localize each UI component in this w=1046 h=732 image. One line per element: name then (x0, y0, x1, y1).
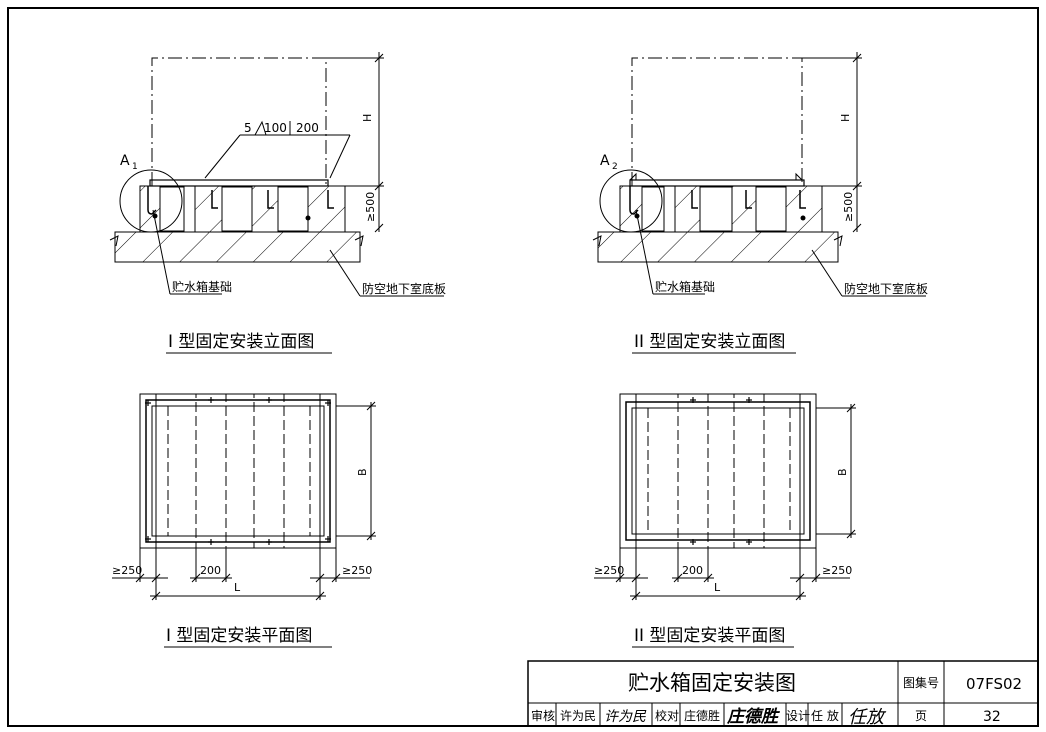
elevation-2-piers (619, 185, 823, 233)
review-name: 许为民 (560, 709, 596, 723)
elevation-1-caption: I 型固定安装立面图 (168, 332, 314, 352)
elevation-1-base-dim: ≥500 (364, 192, 377, 222)
plan-1-dim-l: L (234, 581, 241, 594)
annotation-200: 200 (296, 121, 319, 135)
elevation-view-type-2: H ≥500 A 2 贮水箱基础 防空地下室底板 I (592, 52, 928, 354)
detail-ref-a2-letter: A (600, 153, 610, 169)
check-signature: 庄德胜 (726, 707, 781, 727)
check-name: 庄德胜 (684, 708, 720, 723)
elevation-1-foundation-label: 贮水箱基础 (172, 279, 232, 294)
elevation-1-slab (114, 231, 361, 263)
elevation-2-slab-label: 防空地下室底板 (844, 281, 928, 296)
plan-1-dim-mid: 200 (200, 564, 221, 577)
plan-2-dim-b: B (836, 468, 849, 476)
plan-2-dim-right: ≥250 (822, 564, 852, 577)
elevation-2-slab (597, 231, 839, 263)
review-label: 审核 (531, 708, 555, 723)
detail-ref-a1-letter: A (120, 153, 130, 169)
elevation-2-foundation-label: 贮水箱基础 (655, 279, 715, 294)
plan-1-dim-left: ≥250 (112, 564, 142, 577)
annotation-100: 100 (264, 121, 287, 135)
elevation-1-slab-label: 防空地下室底板 (362, 281, 446, 296)
detail-circle-a1 (119, 169, 183, 233)
elevation-2-base-dim: ≥500 (842, 192, 855, 222)
elevation-2-height-label: H (839, 114, 852, 122)
atlas-number-label: 图集号 (903, 675, 939, 690)
check-label: 校对 (655, 708, 679, 723)
plan-2-dim-l: L (714, 581, 721, 594)
design-signature: 任放 (848, 707, 887, 728)
plan-view-type-1: B ≥250 200 ≥250 L I 型固定安装平面图 (112, 393, 376, 648)
annotation-5: 5 (244, 121, 252, 135)
plan-2-dim-left: ≥250 (594, 564, 624, 577)
review-signature: 许为民 (604, 709, 647, 725)
sheet-border (7, 7, 1039, 727)
elevation-1-piers (139, 185, 346, 233)
plan-1-dim-b: B (356, 468, 369, 476)
elevation-1-height-label: H (361, 114, 374, 122)
elevation-2-caption: II 型固定安装立面图 (634, 332, 785, 352)
design-name: 任 放 (811, 708, 839, 723)
design-label: 设计 (786, 709, 810, 723)
plan-1-caption: I 型固定安装平面图 (166, 626, 312, 646)
plan-2-caption: II 型固定安装平面图 (634, 626, 785, 646)
detail-circle-a2 (599, 169, 663, 233)
plan-1-dim-right: ≥250 (342, 564, 372, 577)
drawing-title: 贮水箱固定安装图 (628, 671, 796, 695)
title-block: 贮水箱固定安装图 图集号 07FS02 审核 许为民 许为民 校对 庄德胜 庄德… (527, 660, 1039, 728)
page-number: 32 (983, 709, 1001, 725)
elevation-view-type-1: H ≥500 A 1 (109, 52, 446, 354)
detail-ref-a1-number: 1 (132, 162, 138, 172)
atlas-number: 07FS02 (966, 675, 1022, 693)
page-label: 页 (915, 709, 927, 723)
plan-view-type-2: B ≥250 200 ≥250 L II 型固定安装平面图 (594, 393, 856, 648)
plan-2-dim-mid: 200 (682, 564, 703, 577)
detail-ref-a2-number: 2 (612, 162, 618, 172)
